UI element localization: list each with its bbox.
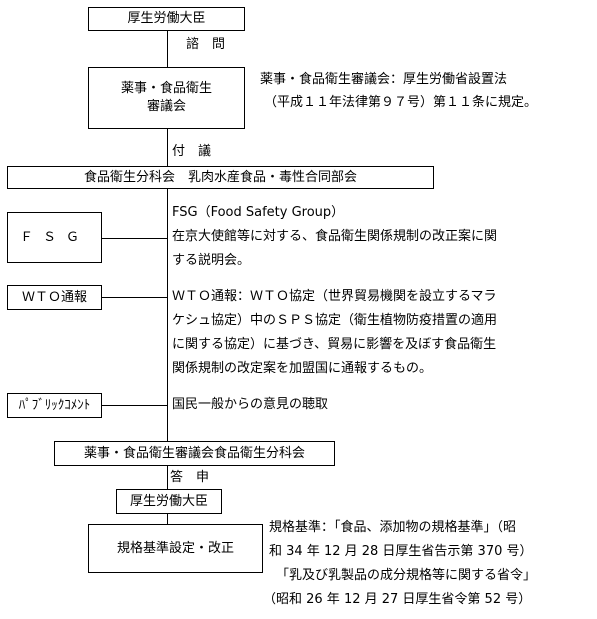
standard-note-line-4: （昭和 26 年 12 月 27 日厚生省令第 52 号） bbox=[263, 592, 532, 607]
public-comment-note: 国民一般からの意見の聴取 bbox=[172, 397, 329, 412]
main-flow-line bbox=[167, 30, 168, 447]
council-note-line-1: 薬事・食品衛生審議会：厚生労働省設置法 bbox=[260, 72, 508, 87]
report-label: 答 申 bbox=[170, 470, 210, 485]
standard-setting-label: 規格基準設定・改正 bbox=[116, 540, 234, 556]
fsg-box: ＦＳＧ bbox=[7, 212, 102, 263]
council-subcommittee-box: 薬事・食品衛生審議会食品衛生分科会 bbox=[54, 441, 335, 466]
minister-top-label: 厚生労働大臣 bbox=[127, 11, 206, 26]
subcommittee-box: 食品衛生分科会 乳肉水産食品・毒性合同部会 bbox=[7, 166, 434, 189]
standard-setting-box: 規格基準設定・改正 bbox=[88, 524, 263, 573]
minister-bottom-box: 厚生労働大臣 bbox=[116, 489, 222, 514]
fsg-note-line-3: する説明会。 bbox=[172, 253, 251, 268]
fsg-note-line-2: 在京大使館等に対する、食品衛生関係規制の改正案に関 bbox=[172, 229, 498, 244]
council-label-line-1: 薬事・食品衛生 bbox=[120, 81, 212, 96]
fsg-connector bbox=[102, 238, 167, 239]
inquiry-label: 諮 問 bbox=[186, 37, 226, 52]
public-comment-box: ﾊﾟﾌﾞﾘｯｸｺﾒﾝﾄ bbox=[7, 393, 102, 418]
public-comment-connector bbox=[102, 405, 167, 406]
wto-connector bbox=[102, 297, 167, 298]
council-label-line-2: 審議会 bbox=[146, 99, 186, 114]
referral-label: 付 議 bbox=[172, 144, 212, 159]
standard-note-line-1: 規格基準：「食品、添加物の規格基準」（昭 bbox=[269, 520, 517, 535]
public-comment-label: ﾊﾟﾌﾞﾘｯｸｺﾒﾝﾄ bbox=[18, 397, 91, 413]
wto-note-line-4: 関係規制の改定案を加盟国に通報するもの。 bbox=[172, 361, 433, 376]
minister-bottom-label: 厚生労働大臣 bbox=[129, 493, 208, 509]
wto-note-line-2: ケシュ協定）中のＳＰＳ協定（衛生植物防疫措置の適用 bbox=[172, 313, 498, 328]
standard-note-line-2: 和 34 年 12 月 28 日厚生省告示第 370 号） bbox=[269, 544, 533, 559]
fsg-note-line-1: FSG（Food Safety Group） bbox=[172, 205, 345, 220]
minister-top-box: 厚生労働大臣 bbox=[88, 7, 245, 31]
council-subcommittee-label: 薬事・食品衛生審議会食品衛生分科会 bbox=[83, 445, 305, 461]
subcommittee-label: 食品衛生分科会 乳肉水産食品・毒性合同部会 bbox=[83, 169, 357, 185]
council-box: 薬事・食品衛生 審議会 bbox=[88, 67, 245, 129]
standard-note-line-3: 「乳及び乳製品の成分規格等に関する省令」 bbox=[276, 568, 537, 583]
wto-label: ＷＴＯ通報 bbox=[21, 289, 87, 305]
fsg-label: ＦＳＧ bbox=[19, 229, 89, 245]
council-note-line-2: （平成１１年法律第９７号）第１１条に規定。 bbox=[264, 95, 538, 110]
wto-note-line-3: に関する協定）に基づき、貿易に影響を及ぼす食品衛生 bbox=[172, 337, 497, 352]
wto-note-line-1: ＷＴＯ通報：ＷＴＯ協定（世界貿易機関を設立するマラ bbox=[172, 289, 497, 304]
wto-box: ＷＴＯ通報 bbox=[7, 285, 102, 310]
